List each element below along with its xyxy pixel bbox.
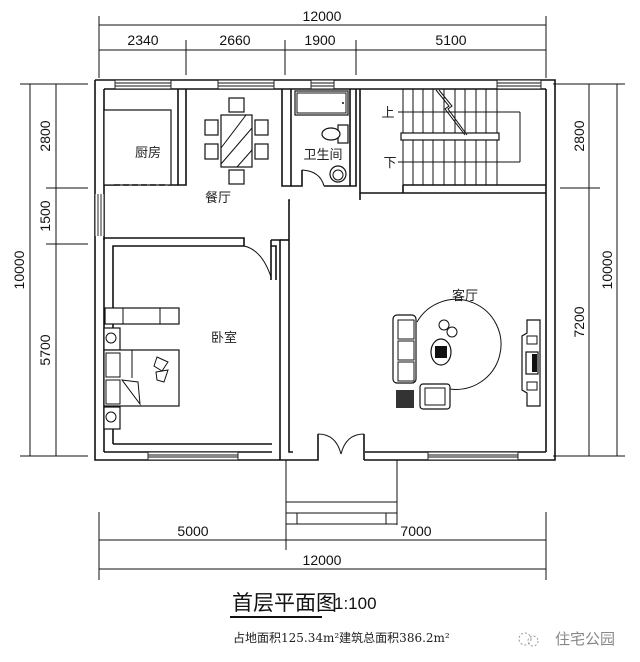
bottom-windows — [147, 451, 519, 461]
stairs-down-label: 下 — [383, 156, 396, 171]
dim-top-seg-2: 2660 — [219, 32, 250, 48]
room-label-living: 客厅 — [452, 288, 478, 304]
left-dimension-lines — [20, 83, 88, 457]
stairs-up-label: 上 — [381, 106, 394, 121]
dim-bottom-seg-2: 7000 — [400, 523, 431, 539]
bottom-dimension-lines — [98, 512, 547, 580]
dim-left-seg-1: 2800 — [37, 120, 53, 151]
bathroom-door — [301, 169, 325, 187]
dim-top-total: 12000 — [303, 8, 342, 24]
dim-left-total: 10000 — [11, 250, 27, 289]
bedroom-door — [243, 245, 272, 278]
right-dimension-lines — [553, 83, 625, 457]
room-label-bedroom: 卧室 — [211, 330, 237, 346]
area-note: 占地面积125.34m²建筑总面积386.2m² — [233, 630, 450, 645]
dim-right-total: 10000 — [599, 250, 615, 289]
bedroom-furniture — [103, 307, 180, 430]
kitchen-counter — [103, 109, 172, 186]
drawing-title: 首层平面图 — [232, 591, 337, 615]
dim-top-seg-4: 5100 — [435, 32, 466, 48]
entrance-porch — [285, 460, 398, 525]
dim-bottom-total: 12000 — [303, 552, 342, 568]
room-label-bathroom: 卫生间 — [303, 148, 342, 163]
left-window — [94, 194, 105, 236]
dim-right-seg-1: 2800 — [571, 120, 587, 151]
drawing-scale: 1:100 — [334, 594, 377, 613]
dim-top-seg-3: 1900 — [304, 32, 335, 48]
bathroom-fixtures — [294, 90, 349, 183]
staircase — [398, 89, 521, 185]
top-dimension-lines — [98, 16, 547, 78]
watermark-text: 住宅公园 — [555, 630, 615, 648]
dim-left-seg-2: 1500 — [37, 200, 53, 231]
dim-left-seg-3: 5700 — [37, 334, 53, 365]
living-room-furniture — [392, 298, 541, 410]
dim-right-seg-2: 7200 — [571, 306, 587, 337]
room-label-kitchen: 厨房 — [135, 145, 161, 161]
room-label-dining: 餐厅 — [205, 190, 231, 206]
dim-top-seg-1: 2340 — [127, 32, 158, 48]
front-entrance-door — [293, 433, 400, 461]
wechat-icon — [518, 632, 539, 647]
dining-table — [204, 97, 269, 185]
dim-bottom-seg-1: 5000 — [177, 523, 208, 539]
top-windows — [114, 79, 542, 90]
